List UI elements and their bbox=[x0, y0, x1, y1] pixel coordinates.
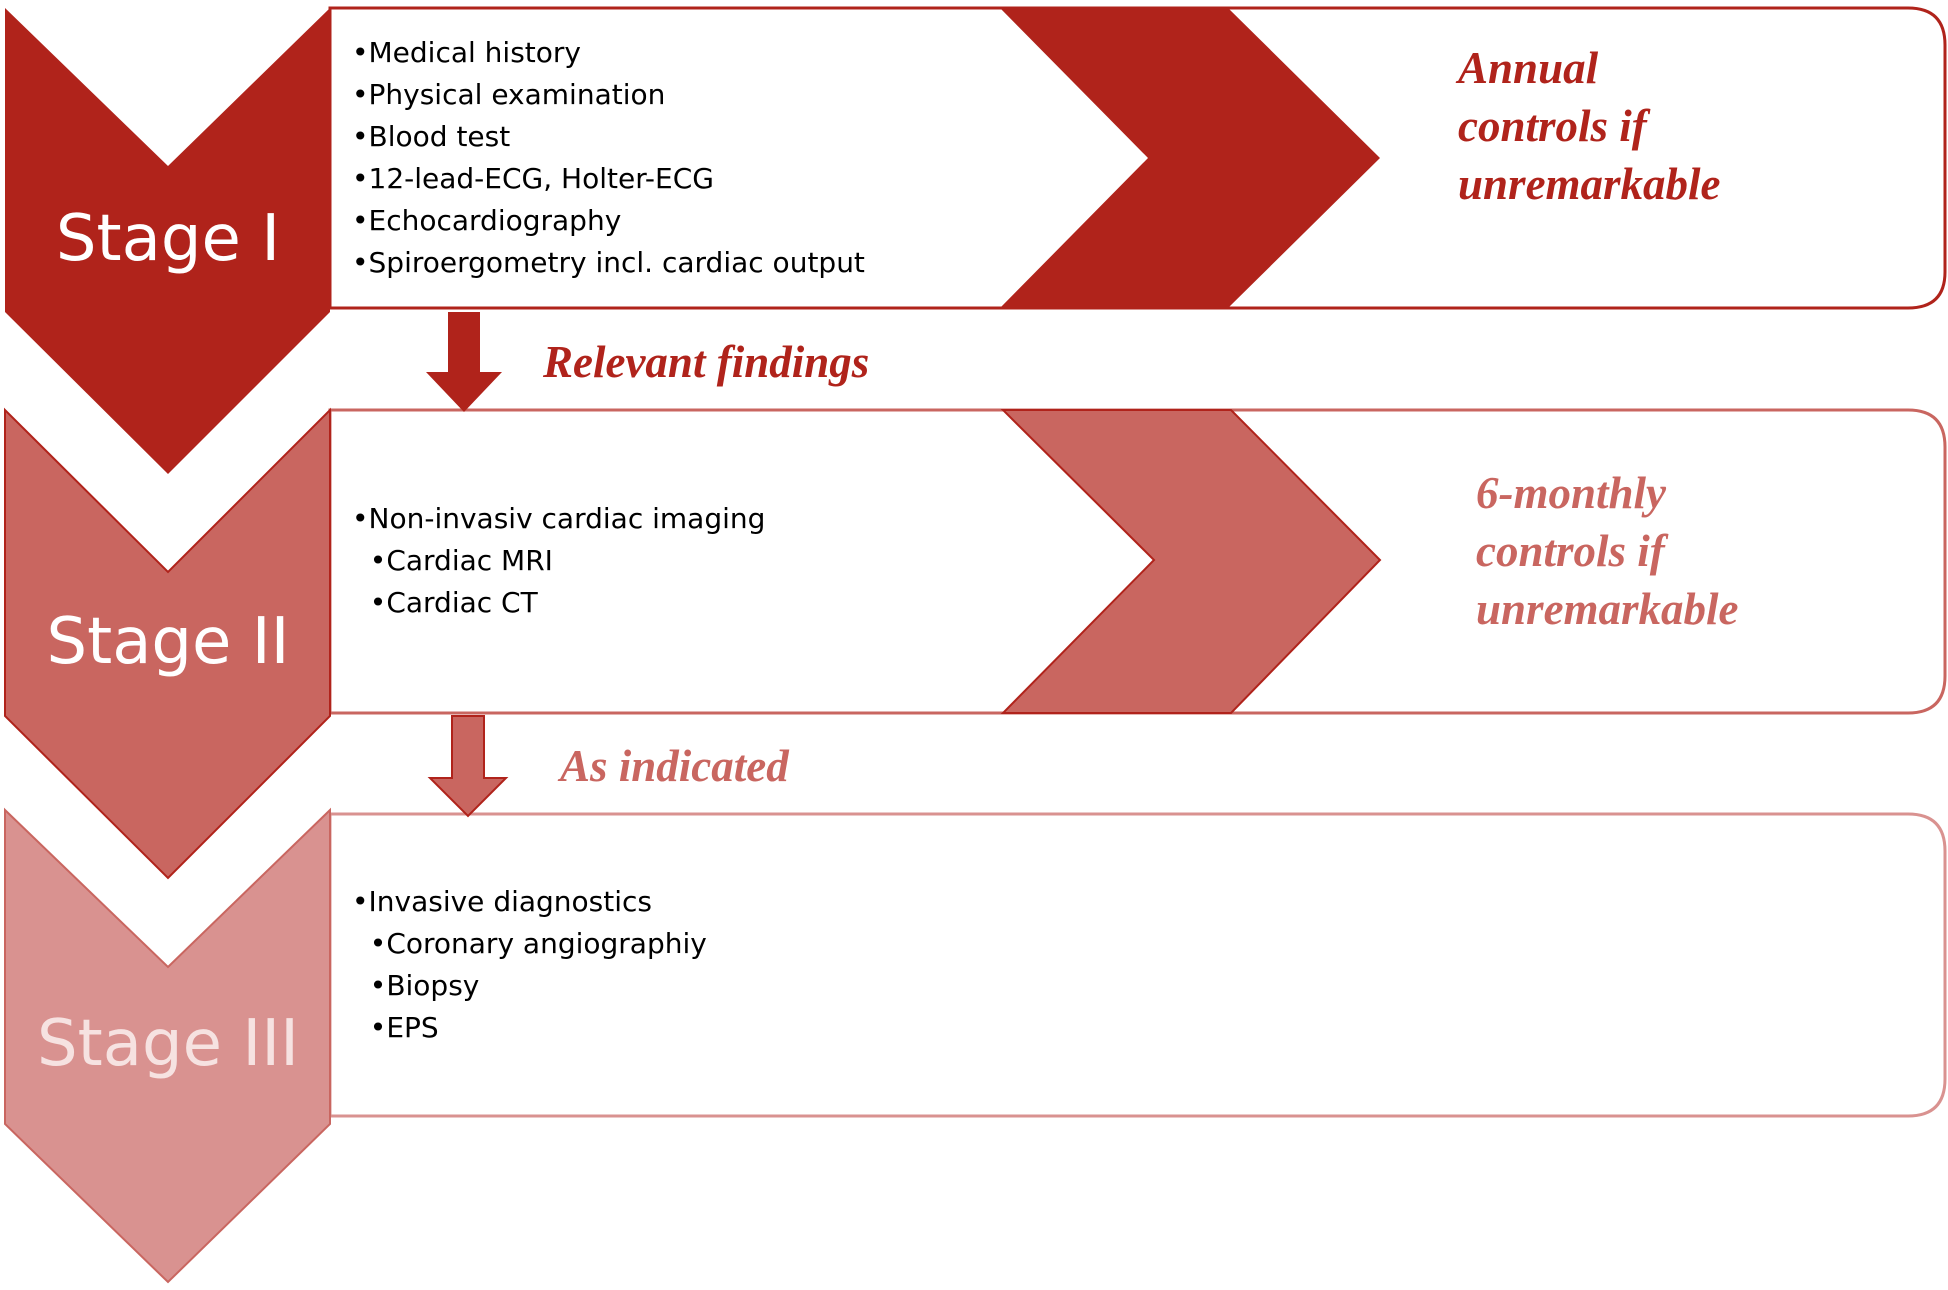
stage-2-panel bbox=[328, 408, 1947, 715]
stage-2-label: Stage II bbox=[46, 605, 289, 679]
stage-3-item: •Invasive diagnostics bbox=[352, 885, 652, 918]
stage-1-item-list: •Medical history •Physical examination •… bbox=[352, 36, 865, 279]
stage-1-followup-line: unremarkable bbox=[1458, 159, 1721, 209]
stage-2-box bbox=[328, 408, 1947, 715]
transition-arrow-2 bbox=[427, 715, 509, 818]
stage-1-box bbox=[328, 6, 1947, 310]
stage-2-followup: 6-monthly controls if unremarkable bbox=[1476, 468, 1739, 634]
stage-2-item: •Non-invasiv cardiac imaging bbox=[352, 502, 765, 535]
stage-2-item: •Cardiac MRI bbox=[352, 544, 553, 577]
stage-3-item-list: •Invasive diagnostics •Coronary angiogra… bbox=[352, 885, 707, 1044]
stage-3-item: •Biopsy bbox=[352, 969, 479, 1002]
stage-3-chevron bbox=[4, 807, 331, 1284]
stage-3-item: •Coronary angiographiy bbox=[352, 927, 707, 960]
stage-1-chevron bbox=[5, 8, 330, 474]
stage-2-chevron bbox=[4, 407, 331, 880]
stage-2-followup-line: controls if bbox=[1476, 526, 1669, 576]
transition-arrow-1 bbox=[426, 312, 502, 412]
stage-2-followup-chevron bbox=[1000, 409, 1382, 714]
stage-1-followup-line: controls if bbox=[1458, 101, 1651, 151]
stage-2-followup-line: 6-monthly bbox=[1476, 468, 1667, 518]
stage-1-item: •12-lead-ECG, Holter-ECG bbox=[352, 162, 714, 195]
stage-1-item: •Echocardiography bbox=[352, 204, 621, 237]
stage-1-label: Stage I bbox=[56, 202, 280, 276]
stage-3-item: •EPS bbox=[352, 1011, 439, 1044]
stage-1-panel bbox=[328, 6, 1947, 310]
stage-2-item: •Cardiac CT bbox=[352, 586, 539, 619]
transition-label-1: Relevant findings bbox=[542, 337, 869, 387]
stage-3-label: Stage III bbox=[37, 1007, 299, 1081]
stage-1-followup-chevron bbox=[1000, 8, 1380, 308]
stage-2-followup-line: unremarkable bbox=[1476, 584, 1739, 634]
stage-1-item: •Spiroergometry incl. cardiac output bbox=[352, 246, 865, 279]
stage-1-item: •Medical history bbox=[352, 36, 581, 69]
stage-2-item-list: •Non-invasiv cardiac imaging •Cardiac MR… bbox=[352, 502, 765, 619]
stage-3-box bbox=[328, 812, 1947, 1118]
stage-1-item: •Physical examination bbox=[352, 78, 665, 111]
stage-1-item: •Blood test bbox=[352, 120, 510, 153]
stage-1-followup-line: Annual bbox=[1455, 43, 1599, 93]
stage-3-panel bbox=[328, 812, 1947, 1118]
transition-label-2: As indicated bbox=[557, 741, 790, 791]
stage-1-followup: Annual controls if unremarkable bbox=[1455, 43, 1721, 209]
